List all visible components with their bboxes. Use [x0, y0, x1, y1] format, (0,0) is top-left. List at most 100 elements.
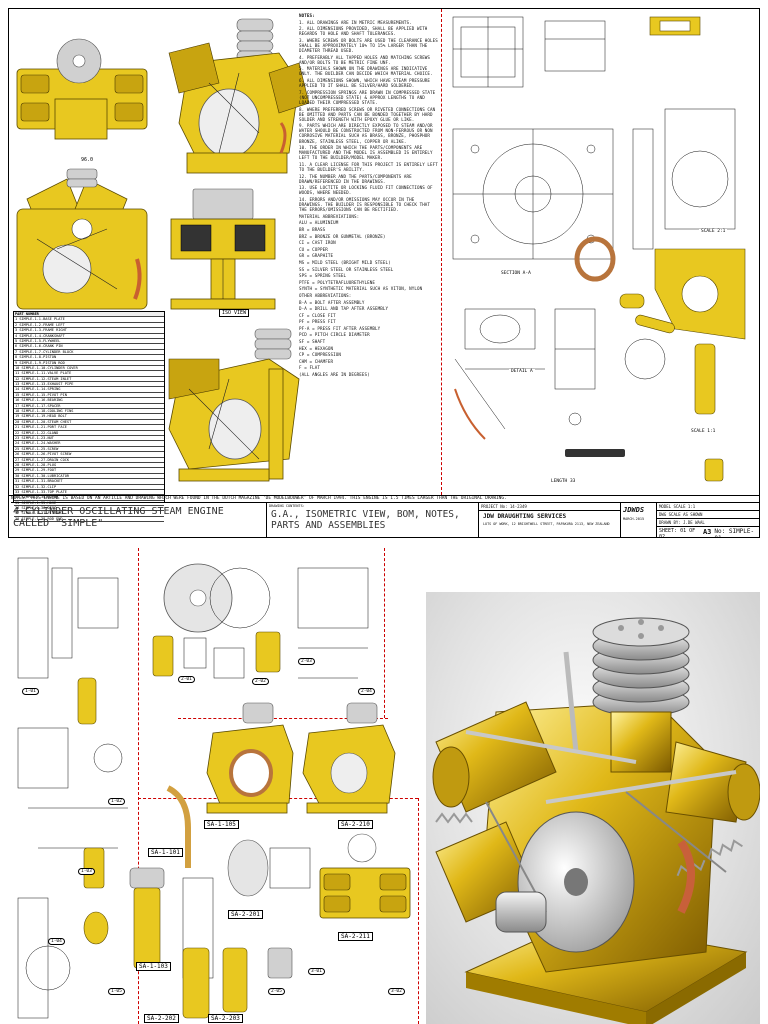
- bottom-note: NOTES: THIS ENGINE IS BASED ON AN ARTICL…: [11, 496, 759, 503]
- part-balloon: 2-05: [268, 988, 285, 995]
- note-line: GR = GRAPHITE: [299, 253, 334, 259]
- note-line: 13. USE LOCTITE OR LOCKING FLUID FIT CON…: [299, 185, 433, 196]
- sheet-divider: [384, 548, 385, 718]
- section-label: LENGTH 33: [549, 479, 578, 484]
- drawing-title: 4-CYLINDER OSCILLATING STEAM ENGINE CALL…: [13, 506, 224, 529]
- part-balloon: 2-03: [298, 658, 315, 665]
- bom-row: 17 SIMPLE-1-17-SPACER: [14, 404, 164, 410]
- bom-row: 33 SIMPLE-1-33-TOP PLATE: [14, 490, 164, 496]
- bom-row: 28 SIMPLE-1-28-PLUG: [14, 463, 164, 469]
- note-line: ALU = ALUMINIUM: [299, 220, 339, 226]
- bill-of-materials: PART NUMBER 1 SIMPLE-1-1-BASE PLATE 2 SI…: [13, 311, 165, 523]
- bom-row: 26 SIMPLE-1-26-PIVOT SCREW: [14, 452, 164, 458]
- note-line: SF = SHAFT: [299, 339, 326, 345]
- bom-row: 22 SIMPLE-1-22-GLAND: [14, 431, 164, 436]
- note-line: PTFE = POLYTETRAFLUORETHYLENE: [299, 279, 376, 285]
- note-line: CF = CLOSE FIT: [299, 312, 336, 318]
- title-main-cell: 4-CYLINDER OSCILLATING STEAM ENGINE CALL…: [9, 503, 267, 537]
- part-balloon: 3-02: [388, 988, 405, 995]
- assembly-label: SA-2-211: [338, 932, 373, 941]
- note-line: 4. PREFERABLY ALL TAPPED HOLES AND MATCH…: [299, 54, 431, 65]
- bom-row: 11 SIMPLE-1-11-VALVE PLATE: [14, 371, 164, 377]
- sheet-divider: [441, 9, 442, 495]
- assembly-label: SA-1-101: [148, 848, 183, 857]
- bom-row: 15 SIMPLE-1-15-PIVOT PIN: [14, 393, 164, 399]
- section-label: SECTION A-A: [499, 271, 533, 276]
- note-line: 11. A CLEAR LICENSE FOR THIS PROJECT IS …: [299, 161, 438, 173]
- bom-row: 2 SIMPLE-1-2-FRAME LEFT: [14, 323, 164, 329]
- assembly-label: SA-1-103: [136, 962, 171, 971]
- part-balloon: 2-01: [178, 676, 195, 683]
- sheet-divider: [178, 718, 388, 719]
- note-line: BR = BRASS: [299, 226, 326, 232]
- note-line: HEX = HEXAGON: [299, 345, 334, 351]
- note-line: CU = COPPER: [299, 246, 328, 252]
- sheet-divider: [418, 798, 419, 1024]
- company-address: LOTS OF WORK, 12 BRIGHTWELL STREET, PAPA…: [483, 522, 610, 526]
- section-label: SCALE 1:1: [689, 429, 718, 434]
- sheet-divider: [138, 548, 139, 1024]
- note-line: 8. WHERE PREFERRED SCREWS OR RIVETED CON…: [299, 106, 436, 122]
- assembly-label: SA-2-202: [144, 1014, 179, 1023]
- assembly-label: SA-2-201: [228, 910, 263, 919]
- note-line: 6. ALL DIMENSIONS SHOWN, WHICH HAVE STEA…: [299, 78, 431, 89]
- drawing-sheet-1: 96.0 ISO VIEW NOTES: 1. ALL DRAWINGS ARE…: [8, 8, 760, 538]
- engine-render-graphic: [432, 617, 760, 1024]
- section-label: DETAIL A: [509, 369, 535, 374]
- drawing-sheet-2: SA-1-105 SA-2-210 SA-1-101 SA-2-201 SA-2…: [8, 548, 760, 1024]
- engine-illustrations: [16, 18, 310, 482]
- dimension-label: ISO VIEW: [219, 309, 250, 317]
- note-line: D-A = DRILL AND TAP AFTER ASSEMBLY: [299, 306, 389, 312]
- drawing-number: No: SIMPLE-01: [714, 528, 755, 537]
- assembly-label: SA-2-210: [338, 820, 373, 829]
- bom-row: 8 SIMPLE-1-8-PISTON: [14, 355, 164, 361]
- part-balloon: 2-02: [252, 678, 269, 685]
- note-line: (ALL ANGLES ARE IN DEGREES): [299, 372, 370, 378]
- date-value: MARCH-2015: [623, 517, 645, 521]
- note-line: 12. THE NUMBER AND THE PARTS/COMPONENTS …: [299, 173, 412, 184]
- bom-row: 4 SIMPLE-1-4-CRANKSHAFT: [14, 334, 164, 339]
- sheet-info-row: SHEET: 01 OF 02 A3 No: SIMPLE-01: [657, 527, 759, 537]
- drawing-scale: DWG SCALE AS SHOWN: [657, 511, 759, 519]
- engine-render-photo: [426, 592, 760, 1024]
- assembly-label: SA-1-105: [204, 820, 239, 829]
- note-line: 3. WHERE SCREWS OR BOLTS ARE USED THE CL…: [299, 37, 438, 54]
- note-line: PCD = PITCH CIRCLE DIAMETER: [299, 332, 370, 338]
- model-scale: MODEL SCALE 1:1: [657, 503, 759, 511]
- note-line: MATERIAL ABBREVIATIONS:: [299, 213, 360, 219]
- company-name: JDW DRAUGHTING SERVICES: [483, 513, 567, 520]
- bom-row: 34 SIMPLE-1-34-COVER: [14, 495, 164, 501]
- note-line: MS = MILD STEEL (BRIGHT MILD STEEL): [299, 259, 391, 265]
- bom-row: 18 SIMPLE-1-18-COOLING FINS: [14, 409, 164, 415]
- bom-row: 12 SIMPLE-1-12-STEAM INLET: [14, 377, 164, 383]
- part-balloon: 2-04: [358, 688, 375, 695]
- note-line: CHM = CHAMFER: [299, 358, 334, 364]
- parts-drawings: [17, 557, 411, 1019]
- bom-row: 24 SIMPLE-1-24-WASHER: [14, 441, 164, 447]
- note-line: CP = COMPRESSION: [299, 352, 341, 358]
- bom-row: 25 SIMPLE-1-25-SCREW: [14, 447, 164, 453]
- bom-row: 36 SIMPLE-1-36-DISC: [14, 506, 164, 512]
- bom-row: 16 SIMPLE-1-16-BEARING: [14, 398, 164, 404]
- part-balloon: 3-01: [308, 968, 325, 975]
- bom-row: 30 SIMPLE-1-30-LUBRICATOR: [14, 474, 164, 480]
- note-line: OTHER ABBREVIATIONS:: [299, 292, 352, 298]
- part-balloon: 1-03: [78, 868, 95, 875]
- note-line: 9. PARTS WHICH ARE DIRECTLY EXPOSED TO S…: [299, 123, 433, 144]
- note-line: BRZ = BRONZE OR GUNMETAL (BRONZE): [299, 233, 386, 239]
- note-line: 2. ALL DIMENSIONS PROVIDED, SHALL BE APP…: [299, 26, 428, 37]
- bom-row: 14 SIMPLE-1-14-SPRING: [14, 387, 164, 393]
- note-line: SYNTH = SYNTHETIC MATERIAL SUCH AS VITON…: [299, 286, 423, 292]
- bom-row: 9 SIMPLE-1-9-PISTON ROD: [14, 361, 164, 366]
- section-label: SCALE 2:1: [699, 229, 728, 234]
- project-number: PROJECT No: 14-2349: [479, 503, 620, 511]
- note-line: 10. THE ORDER IN WHICH THE PARTS/COMPONE…: [299, 145, 433, 161]
- bom-row: 6 SIMPLE-1-6-CRANK PIN: [14, 344, 164, 350]
- note-line: F = FLAT: [299, 365, 320, 371]
- bom-row: 37 SIMPLE-1-37-FITTING: [14, 511, 164, 517]
- drawn-by: DRAWN BY: J.DE WAAL: [657, 519, 759, 527]
- note-line: 5. MATERIALS SHOWN ON THE DRAWINGS ARE I…: [299, 66, 433, 77]
- note-line: PF-A = PRESS FIT AFTER ASSEMBLY: [299, 325, 381, 331]
- bom-row: 7 SIMPLE-1-7-CYLINDER BLOCK: [14, 350, 164, 356]
- bom-row: 3 SIMPLE-1-3-FRAME RIGHT: [14, 328, 164, 334]
